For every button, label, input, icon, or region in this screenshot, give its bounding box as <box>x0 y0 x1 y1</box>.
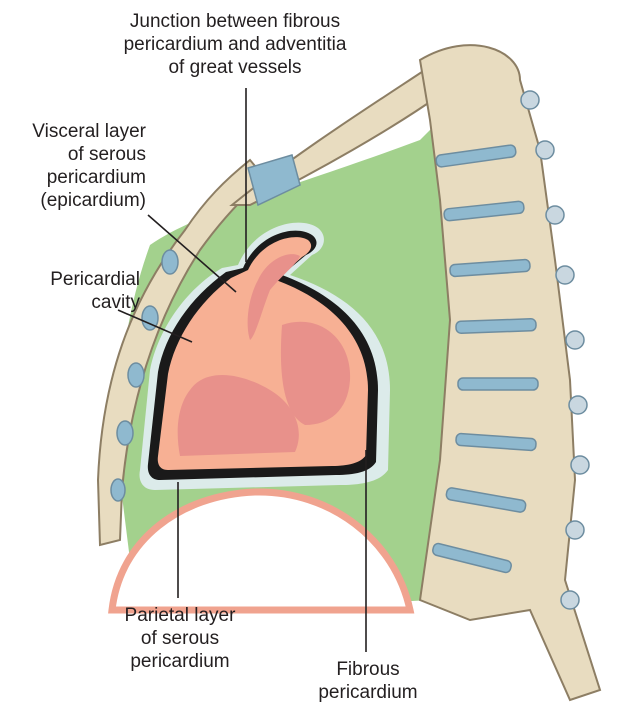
rib-cartilage <box>247 154 301 207</box>
ventricle-chamber <box>177 374 299 456</box>
leader-lines <box>117 88 367 652</box>
great-vessels-chamber <box>247 254 300 340</box>
label-fibrous-pericardium: Fibrous pericardium <box>318 659 418 703</box>
costal-cartilages <box>110 249 179 502</box>
vertebral-column <box>418 44 602 702</box>
label-pericardial-cavity: Pericardial cavity <box>50 269 140 313</box>
label-visceral-layer: Visceral layer of serous pericardium (ep… <box>32 121 146 211</box>
diaphragm <box>108 488 415 614</box>
label-junction: Junction between fibrous pericardium and… <box>123 11 347 78</box>
label-parietal-layer: Parietal layer of serous pericardium <box>124 605 236 672</box>
atrium-chamber <box>280 321 351 425</box>
